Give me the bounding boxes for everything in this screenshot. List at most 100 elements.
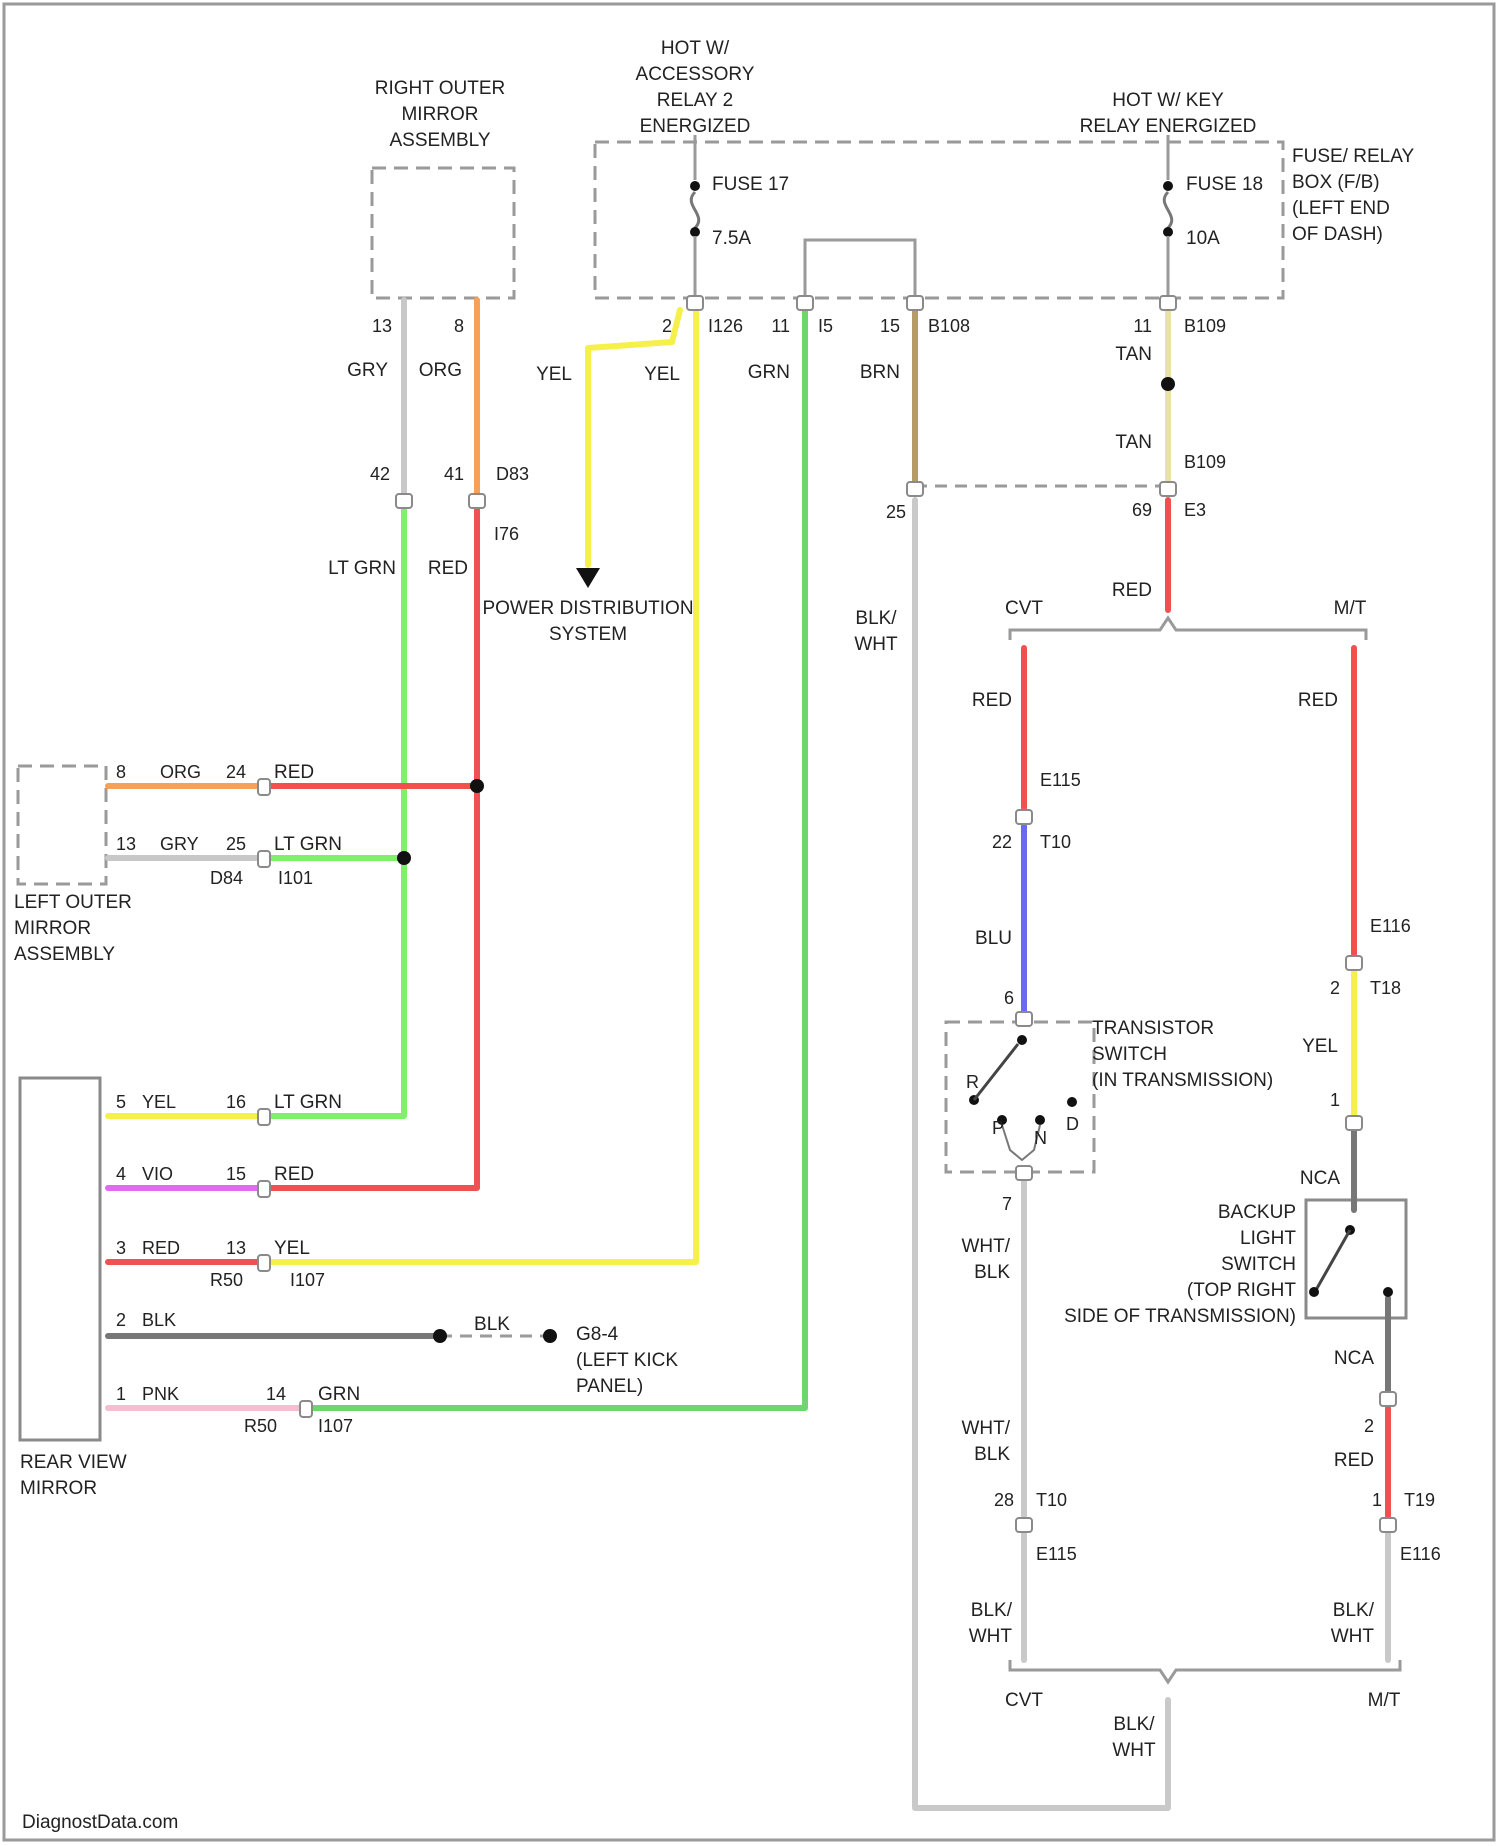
- rv-i107: I107: [290, 1270, 325, 1290]
- lm-org: ORG: [160, 762, 201, 782]
- label-red-left: RED: [274, 762, 314, 783]
- conn-e3: E3: [1184, 500, 1206, 520]
- rv-red: RED: [142, 1238, 180, 1258]
- label-blk-wht-4a: BLK/: [1113, 1714, 1155, 1735]
- switch-n: N: [1034, 1128, 1047, 1148]
- label-cvt-bottom: CVT: [1005, 1690, 1043, 1711]
- brace-bottom: [1010, 1660, 1400, 1682]
- splice-red: [470, 779, 484, 793]
- label-blk-wht-4b: WHT: [1112, 1740, 1156, 1761]
- conn-t19: T19: [1404, 1490, 1435, 1510]
- rv-pin-3: 3: [116, 1238, 126, 1258]
- label-mt-top: M/T: [1334, 598, 1367, 619]
- backup-switch-contacts: [1309, 1225, 1393, 1297]
- pin-42: 42: [370, 464, 390, 484]
- rv-pin-14: 14: [266, 1384, 286, 1404]
- transistor-label-2: SWITCH: [1092, 1044, 1167, 1065]
- ground-label-2: (LEFT KICK: [576, 1350, 678, 1371]
- pin-69: 69: [1132, 500, 1152, 520]
- label-blk-wht-1a: BLK/: [855, 608, 897, 629]
- backup-label-2: LIGHT: [1240, 1228, 1296, 1249]
- label-blk-wht-3a: BLK/: [1333, 1600, 1375, 1621]
- fuse-box-label-4: OF DASH): [1292, 224, 1383, 245]
- rv-pin-1: 1: [116, 1384, 126, 1404]
- splice-blk: [433, 1329, 447, 1343]
- lm-pin-13: 13: [116, 834, 136, 854]
- relay2-label-2: ACCESSORY: [636, 64, 755, 85]
- fuse-box-label-2: BOX (F/B): [1292, 172, 1380, 193]
- label-mt-bottom: M/T: [1368, 1690, 1401, 1711]
- pin-7: 7: [1002, 1194, 1012, 1214]
- switch-r: R: [966, 1072, 979, 1092]
- fuse18-amp: 10A: [1186, 228, 1220, 249]
- label-wht-blk-2b: BLK: [974, 1444, 1010, 1465]
- lm-gry: GRY: [160, 834, 199, 854]
- switch-n-left: P: [992, 1118, 1004, 1138]
- pin-2c: 2: [1364, 1416, 1374, 1436]
- rear-view-label-2: MIRROR: [20, 1478, 97, 1499]
- relay2-label-4: ENERGIZED: [640, 116, 751, 137]
- rv-r50b: R50: [244, 1416, 277, 1436]
- label-yel-rv: YEL: [274, 1238, 310, 1259]
- power-distribution-arrow: [576, 568, 600, 588]
- pin-1: 1: [1330, 1090, 1340, 1110]
- pin-8: 8: [454, 316, 464, 336]
- rv-vio: VIO: [142, 1164, 173, 1184]
- rv-r50: R50: [210, 1270, 243, 1290]
- label-red-cvt: RED: [972, 690, 1012, 711]
- backup-label-4: (TOP RIGHT: [1187, 1280, 1296, 1301]
- pin-6: 6: [1004, 988, 1014, 1008]
- pin-25: 25: [886, 502, 906, 522]
- label-lt-grn-left: LT GRN: [274, 834, 342, 855]
- rear-view-mirror-box: [20, 1078, 100, 1440]
- label-wht-blk-1a: WHT/: [961, 1236, 1010, 1257]
- conn-i5: I5: [818, 316, 833, 336]
- conn-b109b: B109: [1184, 452, 1226, 472]
- lm-pin-24: 24: [226, 762, 246, 782]
- pin-2b: 2: [1330, 978, 1340, 998]
- label-blk-wht-3b: WHT: [1331, 1626, 1375, 1647]
- ground-label-1: G8-4: [576, 1324, 619, 1345]
- key-relay-label-1: HOT W/ KEY: [1112, 90, 1224, 111]
- fuse17-amp: 7.5A: [712, 228, 751, 249]
- ground-label-3: PANEL): [576, 1376, 643, 1397]
- left-mirror-box: [18, 766, 106, 884]
- conn-b108: B108: [928, 316, 970, 336]
- power-dist-label-2: SYSTEM: [549, 624, 627, 645]
- label-grn: GRN: [748, 362, 790, 383]
- left-mirror-label-3: ASSEMBLY: [14, 944, 115, 965]
- label-brn: BRN: [860, 362, 900, 383]
- backup-label-1: BACKUP: [1218, 1202, 1296, 1223]
- label-red-mt: RED: [1298, 690, 1338, 711]
- relay2-label-1: HOT W/: [661, 38, 730, 59]
- label-yel-1: YEL: [536, 364, 572, 385]
- pin-15: 15: [880, 316, 900, 336]
- rv-pnk: PNK: [142, 1384, 179, 1404]
- wire-lt-grn-to-rear-mirror: [268, 510, 404, 1116]
- rv-yel: YEL: [142, 1092, 176, 1112]
- conn-e115b: E115: [1036, 1544, 1077, 1564]
- label-blu: BLU: [975, 928, 1012, 949]
- fuse17-label: FUSE 17: [712, 174, 789, 195]
- label-yel-mt: YEL: [1302, 1036, 1338, 1057]
- conn-d83: D83: [496, 464, 529, 484]
- fuse-box-jumper: [805, 240, 915, 300]
- label-wht-blk-1b: BLK: [974, 1262, 1010, 1283]
- fuse18-label: FUSE 18: [1186, 174, 1263, 195]
- right-mirror-box: [372, 168, 514, 298]
- rear-view-label-1: REAR VIEW: [20, 1452, 127, 1473]
- conn-i76: I76: [494, 524, 519, 544]
- conn-e115: E115: [1040, 770, 1081, 790]
- rv-pin-4: 4: [116, 1164, 126, 1184]
- rv-pin-2: 2: [116, 1310, 126, 1330]
- relay2-label-3: RELAY 2: [657, 90, 733, 111]
- power-dist-label-1: POWER DISTRIBUTION: [482, 598, 693, 619]
- pin-13: 13: [372, 316, 392, 336]
- lm-pin-25: 25: [226, 834, 246, 854]
- pin-22: 22: [992, 832, 1012, 852]
- wire-yel-power-distribution: [588, 310, 680, 565]
- label-red-rv: RED: [274, 1164, 314, 1185]
- label-blk-wht-2a: BLK/: [971, 1600, 1013, 1621]
- label-nca-2: NCA: [1334, 1348, 1374, 1369]
